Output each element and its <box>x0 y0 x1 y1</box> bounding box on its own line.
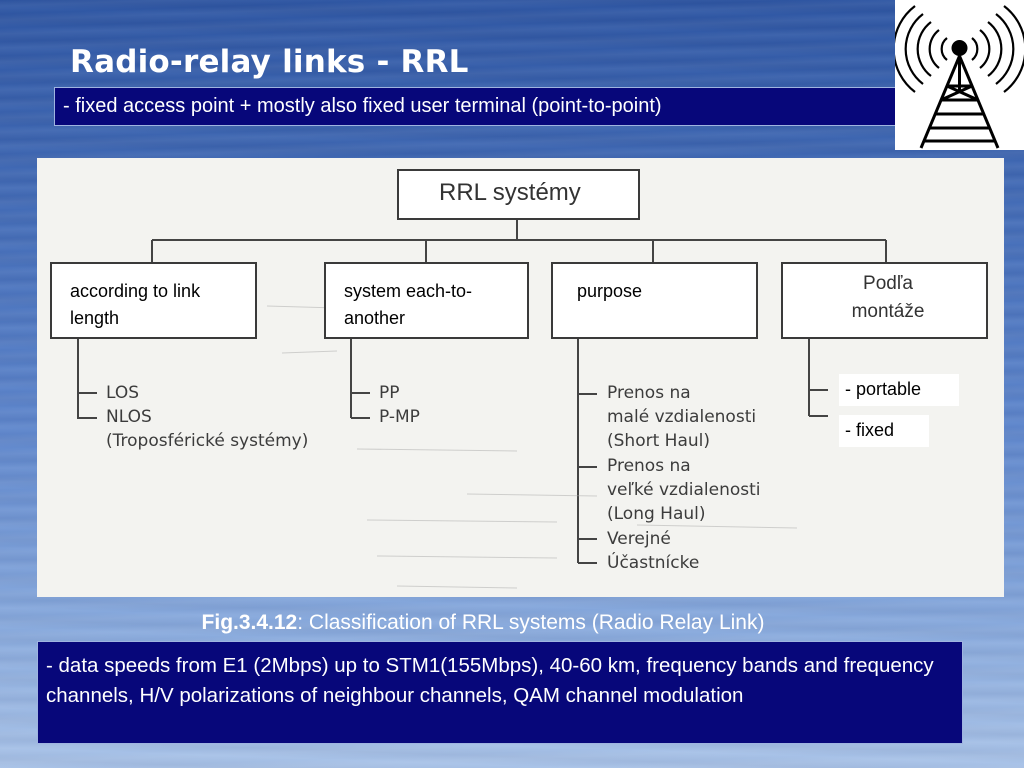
subtitle-bar: - fixed access point + mostly also fixed… <box>54 87 922 126</box>
list-item: P-MP <box>379 407 420 427</box>
list-item: malé vzdialenosti <box>607 407 757 427</box>
notes-text: - data speeds from E1 (2Mbps) up to STM1… <box>46 654 934 707</box>
root-box: RRL systémy <box>397 169 640 220</box>
list-item: (Long Haul) <box>607 504 706 524</box>
category-label-system: system each-to-another <box>336 278 514 334</box>
list-item: - fixed <box>839 415 929 447</box>
list-item: Prenos na <box>607 383 691 403</box>
list-item: NLOS <box>106 407 152 427</box>
category-label-link-length: according to link length <box>62 278 244 334</box>
radio-tower-icon <box>892 0 1024 150</box>
category-label-mounting: Podľa montáže <box>851 273 925 322</box>
notes-box: - data speeds from E1 (2Mbps) up to STM1… <box>37 641 963 744</box>
subtitle-text: - fixed access point + mostly also fixed… <box>63 95 662 117</box>
list-item: Prenos na <box>607 456 691 476</box>
figure-caption: Fig.3.4.12: Classification of RRL system… <box>0 611 966 635</box>
figure-number: Fig.3.4.12 <box>201 611 298 634</box>
category-label-purpose: purpose <box>567 278 735 308</box>
list-item: Verejné <box>607 529 671 549</box>
category-box-mounting: Podľa montáže <box>781 262 988 339</box>
list-item: (Short Haul) <box>607 431 710 451</box>
classification-diagram: RRL systémy according to link length sys… <box>37 158 1004 597</box>
list-item: LOS <box>106 383 140 403</box>
list-item: - portable <box>839 374 959 406</box>
list-item: veľké vzdialenosti <box>607 480 761 500</box>
list-item: (Troposférické systémy) <box>106 431 309 451</box>
list-item: PP <box>379 383 400 403</box>
slide-title: Radio-relay links - RRL <box>70 44 469 80</box>
caption-text: : Classification of RRL systems (Radio R… <box>297 611 765 634</box>
list-item: Účastnícke <box>607 553 700 573</box>
root-label: RRL systémy <box>439 179 581 206</box>
diagram-connectors <box>77 218 887 589</box>
